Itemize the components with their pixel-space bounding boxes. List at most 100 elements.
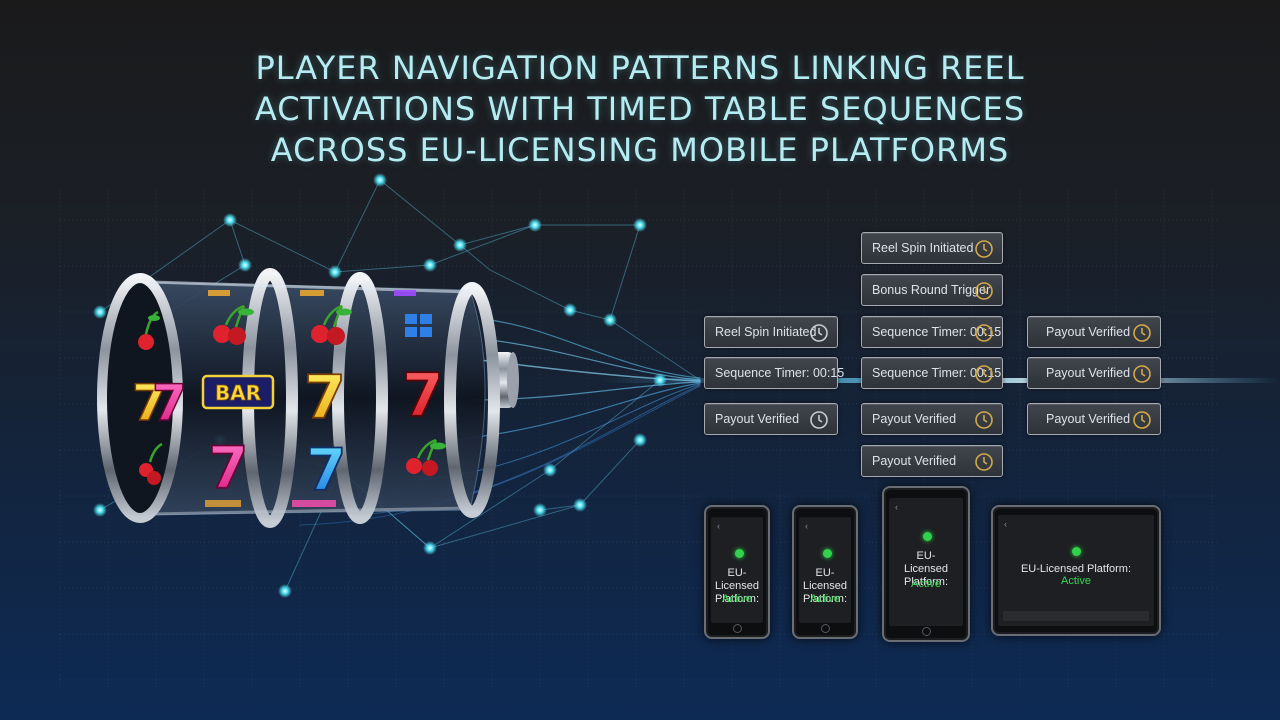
back-icon: ‹ [1004,519,1007,529]
clock-icon [1133,365,1151,383]
page-title: PLAYER NAVIGATION PATTERNS LINKING REEL … [140,48,1140,171]
back-icon: ‹ [717,521,720,531]
event-label: Payout Verified [872,454,957,468]
event-label: Bonus Round Trigger [872,283,991,297]
event-label: Payout Verified [1046,325,1131,339]
clock-icon [975,453,993,471]
event-label: Payout Verified [715,412,800,426]
event-card: Payout Verified [704,403,838,435]
cherry-icon [406,438,446,476]
back-icon: ‹ [895,502,898,512]
cherry-icon [139,442,163,485]
event-card: Payout Verified [1027,316,1161,348]
event-label: Payout Verified [872,412,957,426]
event-label: Payout Verified [1046,366,1131,380]
event-label: Sequence Timer: 00:15 [872,325,1002,339]
device-screen: ‹ EU-Licensed Platform: Active [889,498,963,626]
status-dot [1072,547,1081,556]
network-node [93,305,107,319]
event-label: Reel Spin Initiated [715,325,817,339]
network-node [423,258,437,272]
platform-label: EU-Licensed Platform: [802,567,848,605]
event-label: Reel Spin Initiated [872,241,974,255]
network-node [528,218,542,232]
status-label: Active [810,593,840,605]
tablet-device: ‹ EU-Licensed Platform: Active [991,505,1161,636]
home-button [922,627,931,636]
event-card: Payout Verified [861,445,1003,477]
event-card: Sequence Timer: 00:15 [861,357,1003,389]
clock-icon [1133,411,1151,429]
mobile-device: ‹ EU-Licensed Platform: Active [792,505,858,639]
status-label: Active [911,578,941,590]
tablet-bottom-bar [1003,611,1149,621]
cherry-icon [138,310,160,350]
event-card: Payout Verified [1027,403,1161,435]
network-node [543,463,557,477]
seven-icon: 7 [208,434,248,502]
network-node [328,265,342,279]
network-node [93,503,107,517]
back-icon: ‹ [805,521,808,531]
event-label: Sequence Timer: 00:15 [715,366,845,380]
event-card: Payout Verified [861,403,1003,435]
event-label: Sequence Timer: 00:15 [872,366,1002,380]
home-button [733,624,742,633]
network-node [423,541,437,555]
seven-icon: 7 [402,361,444,431]
platform-label: EU-Licensed Platform: [1020,563,1132,575]
home-button [821,624,830,633]
network-node [373,173,387,187]
event-card: Sequence Timer: 00:15 [704,357,844,389]
status-label: Active [1061,575,1091,587]
device-screen: ‹ EU-Licensed Platform: Active [998,515,1154,626]
clock-icon [810,411,828,429]
network-node [633,218,647,232]
bar-icon: BAR [201,374,275,410]
network-node [238,258,252,272]
network-node [533,503,547,517]
event-card: Sequence Timer: 00:15 [861,316,1003,348]
windows-icon [405,314,432,337]
seven-icon: 7 [152,374,187,432]
status-dot [735,549,744,558]
svg-text:BAR: BAR [215,381,261,405]
title-line: PLAYER NAVIGATION PATTERNS LINKING REEL [255,49,1025,87]
network-node [453,238,467,252]
device-screen: ‹ EU-Licensed Platform: Active [711,517,763,623]
seven-icon: 7 [132,374,167,432]
status-label: Active [722,593,752,605]
platform-label: EU-Licensed Platform: [714,567,760,605]
network-node [573,498,587,512]
network-node [278,584,292,598]
event-card: Bonus Round Trigger [861,274,1003,306]
device-screen: ‹ EU-Licensed Platform: Active [799,517,851,623]
event-card: Payout Verified [1027,357,1161,389]
network-node [603,313,617,327]
cherry-icon [311,304,352,345]
network-node [223,213,237,227]
status-dot [823,549,832,558]
event-card: Reel Spin Initiated [704,316,838,348]
mobile-device: ‹ EU-Licensed Platform: Active [882,486,970,642]
clock-icon [975,240,993,258]
seven-icon: 7 [306,436,346,504]
network-node [633,433,647,447]
event-label: Payout Verified [1046,412,1131,426]
title-line: ACROSS EU-LICENSING MOBILE PLATFORMS [270,131,1010,169]
clock-icon [975,365,993,383]
status-dot [923,532,932,541]
seven-icon: 7 [304,363,346,433]
clock-icon [810,324,828,342]
network-node [563,303,577,317]
title-line: ACTIVATIONS WITH TIMED TABLE SEQUENCES [254,90,1026,128]
platform-label: EU-Licensed Platform: [903,550,949,588]
clock-icon [975,411,993,429]
clock-icon [975,282,993,300]
clock-icon [1133,324,1151,342]
cherry-icon [213,304,254,345]
event-card: Reel Spin Initiated [861,232,1003,264]
slot-machine: 7 7 BAR 7 7 7 [97,268,519,528]
network-node [653,373,667,387]
